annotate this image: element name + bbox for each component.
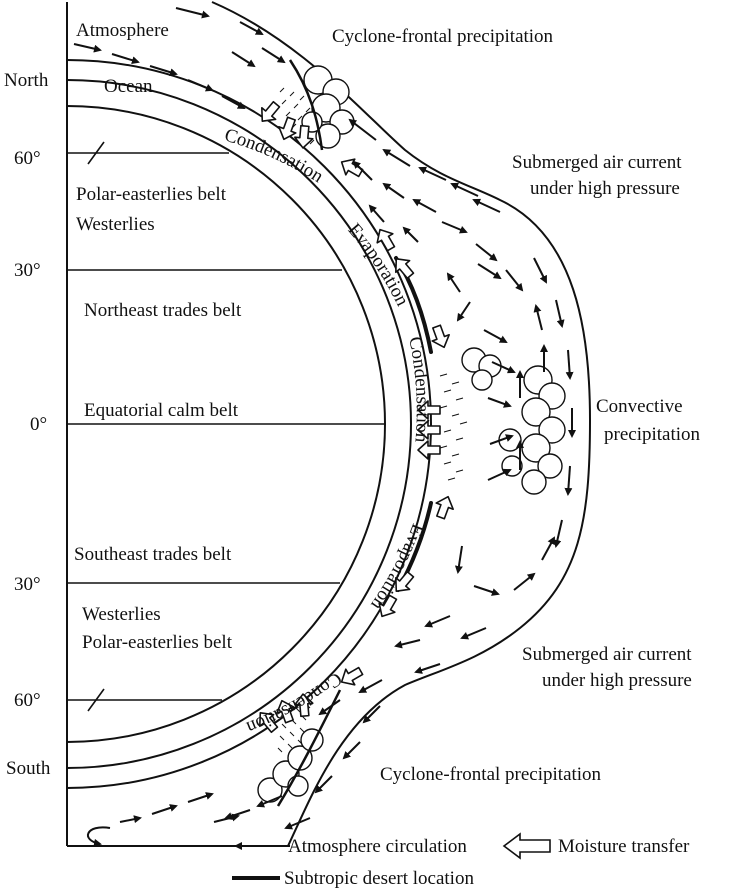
legend-moisture-arrow [504, 834, 550, 858]
belt-polar-easterlies-south: Polar-easterlies belt [82, 632, 233, 653]
belt-westerlies-south: Westerlies [82, 604, 161, 625]
belt-polar-easterlies-north: Polar-easterlies belt [76, 184, 227, 205]
circulation-arrow [188, 794, 212, 802]
legend-moisture-label: Moisture transfer [558, 836, 690, 857]
circulation-arrow [462, 628, 486, 638]
circulation-arrow [414, 200, 436, 212]
circulation-arrow [404, 228, 418, 242]
south-label: South [6, 758, 51, 779]
cyclone-frontal-label-bottom: Cyclone-frontal precipitation [380, 764, 602, 785]
submerged-air-label-bottom-line1: Submerged air current [522, 644, 692, 665]
circulation-arrow [442, 222, 466, 232]
circulation-arrow [384, 184, 404, 198]
atmosphere-label: Atmosphere [76, 20, 169, 41]
north-label: North [4, 70, 49, 91]
legend: Atmosphere circulation Moisture transfer… [232, 834, 690, 889]
submerged-air-label-top-line1: Submerged air current [512, 152, 682, 173]
circulation-arrow [452, 184, 478, 196]
circulation-arrow [214, 816, 238, 822]
legend-desert-label: Subtropic desert location [284, 868, 474, 889]
labels: Atmosphere Ocean North South 60° 30° 0° … [4, 20, 701, 785]
convective-label-line2: precipitation [604, 424, 701, 445]
belt-southeast-trades: Southeast trades belt [74, 544, 232, 565]
circulation-arrow [488, 398, 510, 406]
circulation-arrow [476, 244, 496, 260]
circulation-arrow [262, 48, 284, 62]
ocean-label: Ocean [104, 76, 153, 97]
moisture-arrow [255, 99, 283, 127]
circulation-arrow [514, 574, 534, 590]
moisture-arrow [432, 494, 456, 521]
circulation-arrow [542, 538, 554, 560]
circulation-arrow [396, 640, 420, 646]
convective-label-line1: Convective [596, 396, 683, 417]
cloud-equator-tower [499, 366, 565, 494]
latitude-label-s30: 30° [14, 574, 41, 595]
cloud-equator-left [462, 348, 501, 390]
circulation-arrow [120, 818, 140, 822]
circulation-arrow [458, 546, 462, 572]
circulation-arrow [506, 270, 522, 290]
belt-northeast-trades: Northeast trades belt [84, 300, 242, 321]
circulation-arrow [88, 827, 110, 844]
moisture-arrow [337, 154, 365, 181]
legend-circulation-label: Atmosphere circulation [288, 836, 467, 857]
latitude-label-s60: 60° [14, 690, 41, 711]
latitude-label-0: 0° [30, 414, 47, 435]
circulation-arrow [112, 54, 138, 62]
circulation-arrow [152, 806, 176, 814]
circulation-arrow [556, 520, 562, 546]
circulation-arrow [416, 664, 440, 672]
circulation-arrow [484, 330, 506, 342]
circulation-arrow [478, 264, 500, 278]
circulation-arrow [556, 300, 562, 326]
circulation-arrow [474, 200, 500, 212]
circulation-arrow [384, 150, 410, 166]
circulation-arrow [188, 80, 212, 90]
submerged-air-label-bottom-line2: under high pressure [542, 670, 692, 691]
circulation-arrow [534, 258, 546, 282]
circulation-arrow [240, 22, 262, 34]
latitude-label-n60: 60° [14, 148, 41, 169]
circulation-arrow [222, 96, 244, 108]
submerged-air-label-top-line2: under high pressure [530, 178, 680, 199]
circulation-arrow [536, 306, 542, 330]
circulation-arrow [176, 8, 208, 16]
circulation-arrow [458, 302, 470, 320]
circulation-arrow [232, 52, 254, 66]
circulation-arrow [370, 206, 384, 222]
cyclone-frontal-label-top: Cyclone-frontal precipitation [332, 26, 554, 47]
circulation-arrow [568, 466, 570, 494]
circulation-arrow [344, 742, 360, 758]
circulation-arrow [350, 120, 376, 140]
circulation-arrow [360, 680, 382, 692]
rain-hatch-equator [440, 374, 467, 480]
belt-equatorial-calm: Equatorial calm belt [84, 400, 239, 421]
belt-westerlies-north: Westerlies [76, 214, 155, 235]
circulation-arrow [568, 350, 570, 378]
circulation-arrow [426, 616, 450, 626]
circulation-arrow [474, 586, 498, 594]
rain-hatching [278, 88, 467, 752]
evaporation-label-south: Evaporation [366, 521, 428, 614]
latitude-label-n30: 30° [14, 260, 41, 281]
circulation-arrow [448, 274, 460, 292]
circulation-arrow [74, 44, 100, 50]
